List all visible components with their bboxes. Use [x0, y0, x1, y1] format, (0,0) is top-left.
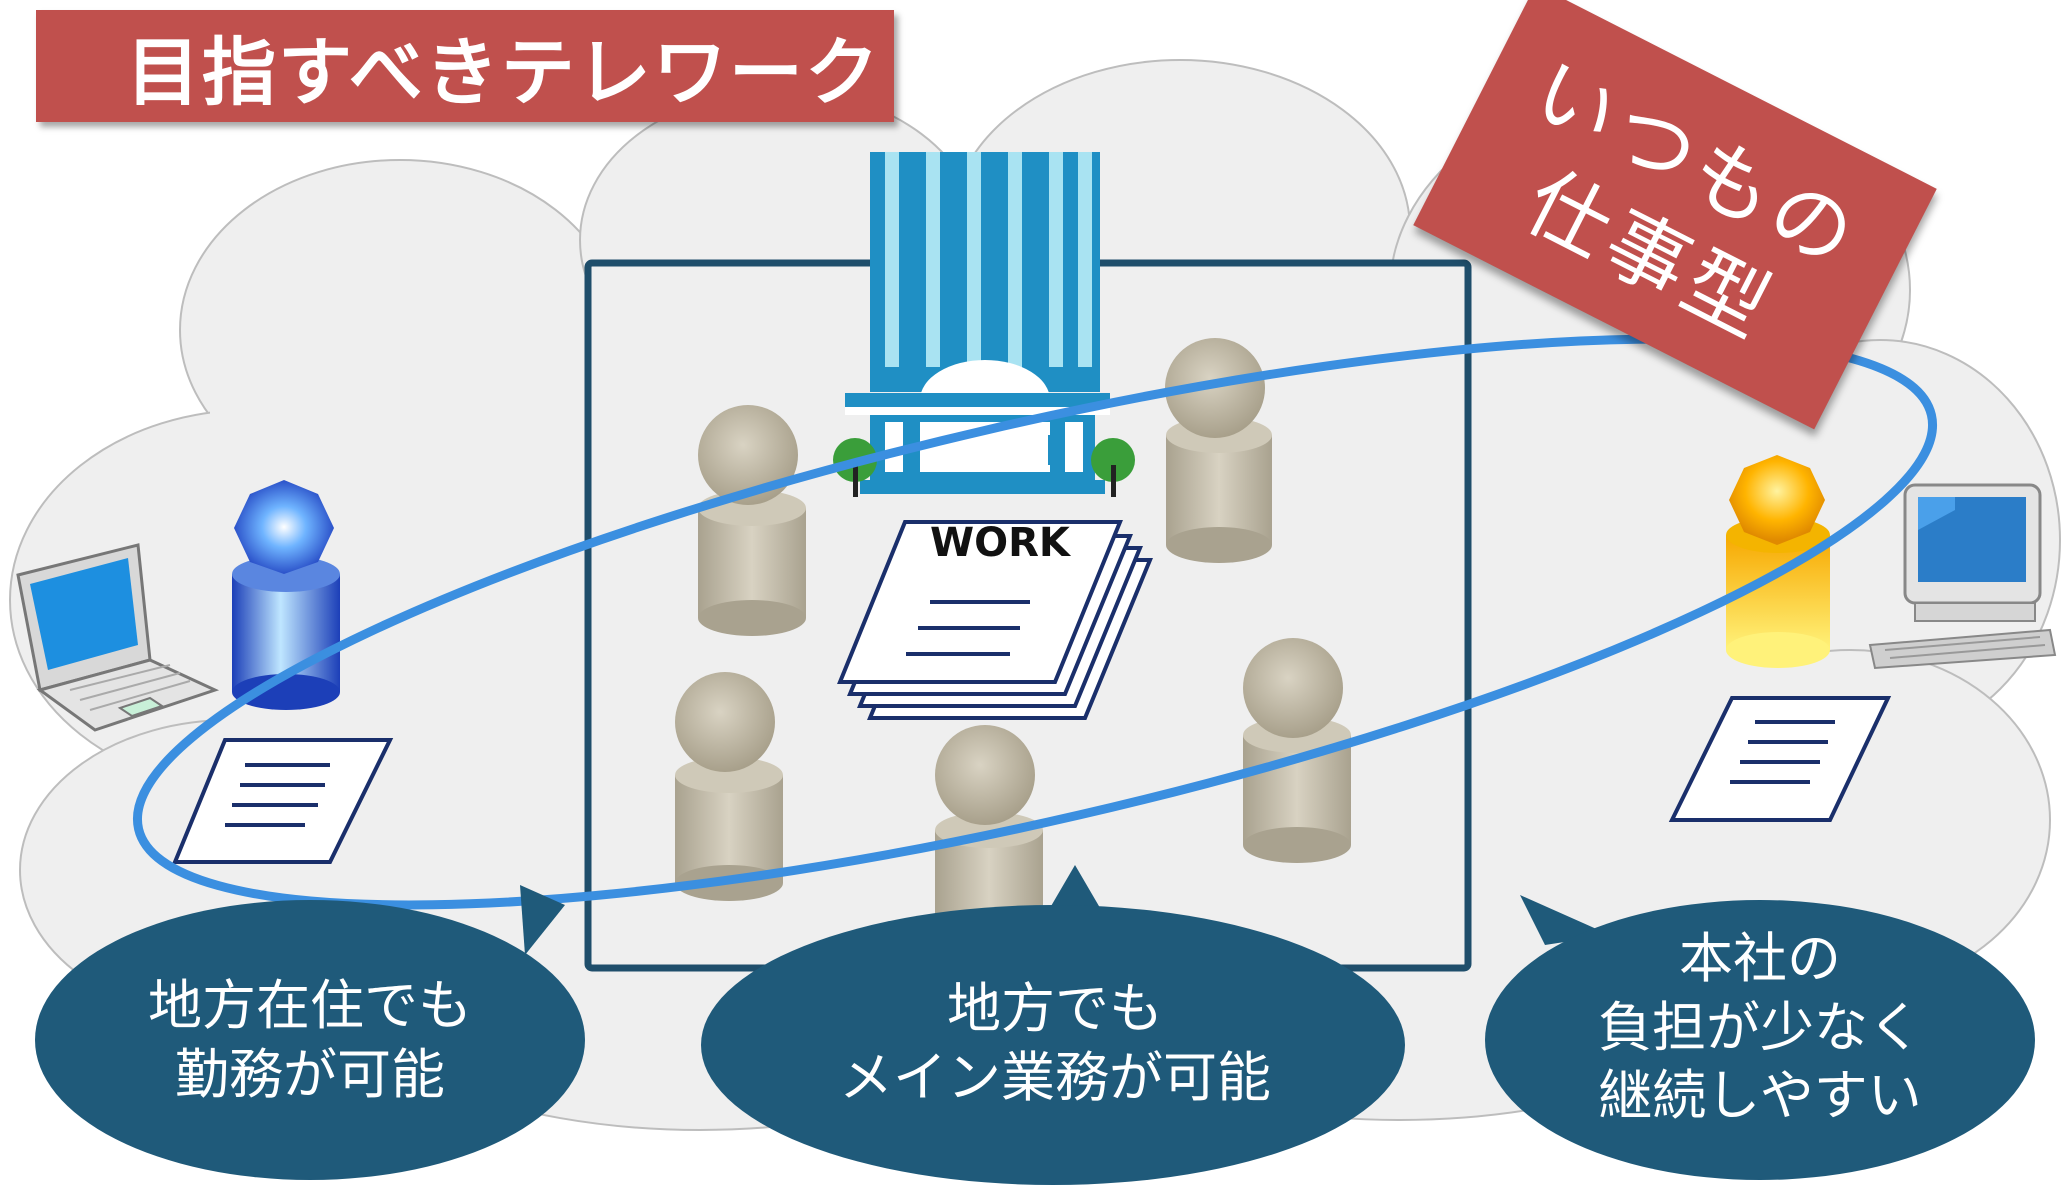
document-icon	[1668, 696, 1892, 822]
person-icon	[1726, 455, 1830, 668]
document-label: WORK	[930, 520, 1070, 566]
person-icon	[675, 672, 783, 901]
person-icon	[1243, 638, 1351, 863]
scope-ellipse	[132, 334, 1938, 910]
speech-bubble-right	[1485, 895, 2035, 1180]
laptop-icon	[16, 543, 220, 732]
office-building-icon	[833, 152, 1135, 497]
person-icon	[1165, 338, 1272, 563]
speech-bubble-center	[701, 865, 1405, 1185]
document-stack-icon	[837, 520, 1153, 720]
document-icon	[172, 738, 394, 864]
person-icon	[698, 405, 806, 636]
desktop-computer-icon	[1868, 483, 2057, 670]
bubble-left-line-1: 地方在住でも	[148, 974, 472, 1037]
bubble-left-line-2: 勤務が可能	[175, 1042, 445, 1106]
bubble-center-line-1: 地方でも	[947, 977, 1163, 1040]
bubble-right-line-3: 継続しやすい	[1598, 1064, 1922, 1128]
bubble-right-line-1: 本社の	[1679, 927, 1841, 990]
speech-bubble-left	[35, 885, 585, 1180]
bubble-center-line-2: メイン業務が可能	[839, 1045, 1271, 1109]
bubble-text-right: 本社の 負担が少なく 継続しやすい	[1530, 925, 1990, 1131]
page-title: 目指すべきテレワーク	[36, 10, 894, 122]
person-icon	[935, 725, 1043, 920]
bubble-text-left: 地方在住でも 勤務が可能	[70, 972, 550, 1109]
bubble-text-center: 地方でも メイン業務が可能	[760, 975, 1350, 1112]
bubble-right-line-2: 負担が少なく	[1598, 995, 1922, 1059]
